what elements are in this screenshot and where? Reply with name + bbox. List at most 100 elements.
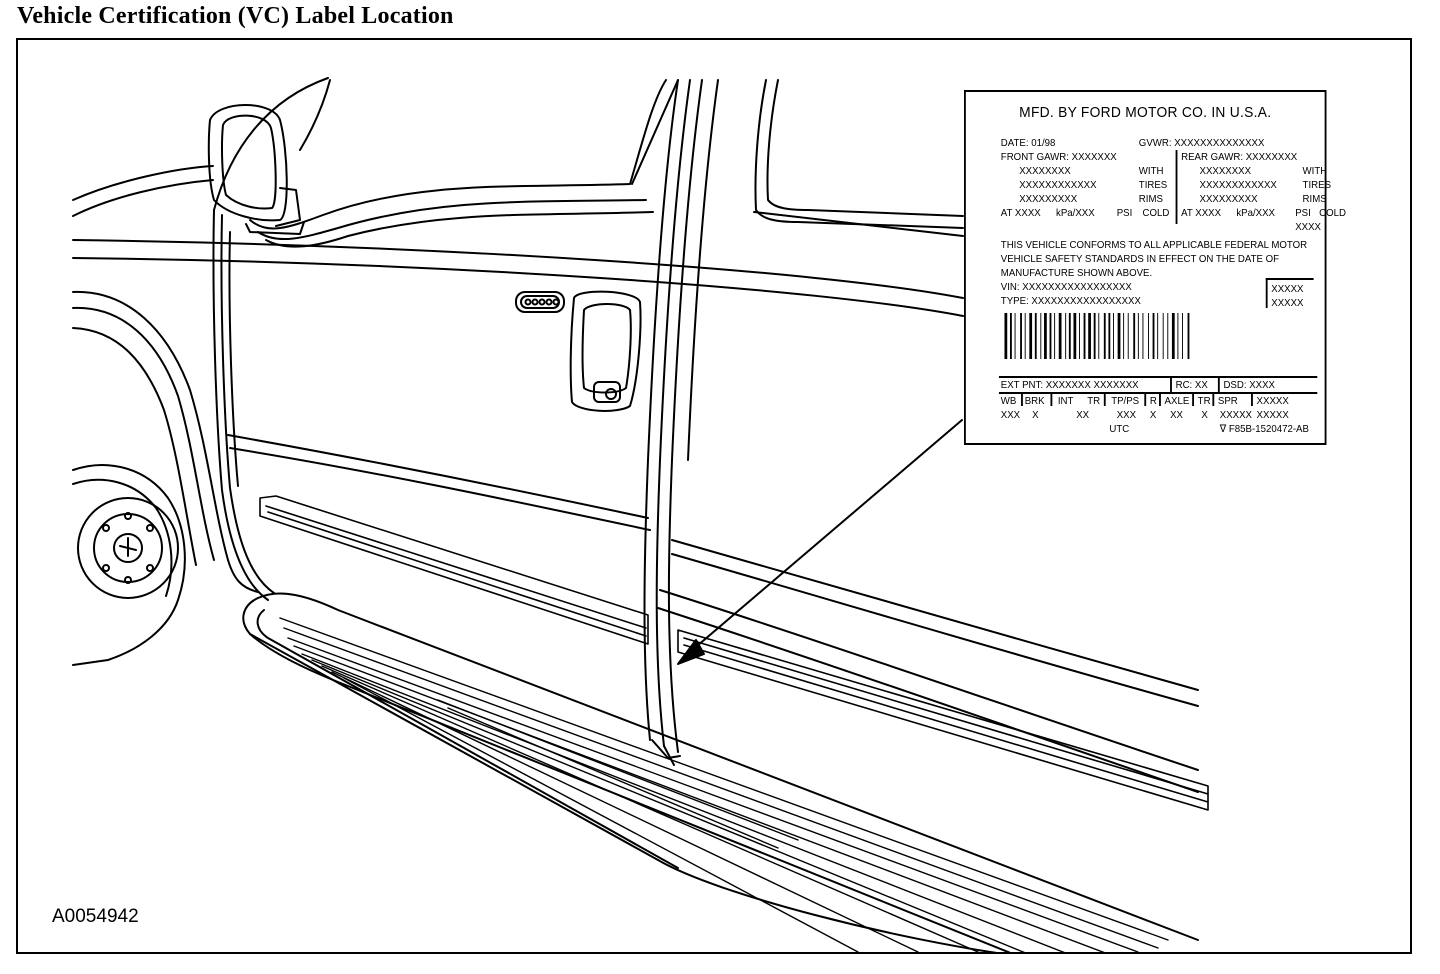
- barcode-bar: [1049, 313, 1052, 359]
- sep-8: [1251, 392, 1253, 406]
- conform-line-3: MANUFACTURE SHOWN ABOVE.: [1000, 267, 1153, 279]
- front-psi: PSI: [1116, 207, 1133, 219]
- label-gvwr: GVWR: XXXXXXXXXXXXXX: [1138, 137, 1265, 149]
- hdr-tr: TR: [1087, 395, 1101, 407]
- rc-code: RC: XX: [1175, 379, 1208, 391]
- val-r: X: [1149, 409, 1157, 421]
- hdr-wb: WB: [1000, 395, 1017, 407]
- front-rims: RIMS: [1138, 193, 1163, 205]
- barcode-bar: [1079, 313, 1080, 359]
- barcode-bar: [1103, 313, 1106, 359]
- barcode-bar: [1088, 313, 1091, 359]
- sep-1: [1021, 392, 1023, 406]
- sep-3: [1103, 392, 1106, 406]
- barcode-bar: [1167, 313, 1169, 359]
- barcode-bar: [1152, 313, 1155, 359]
- truck-door-illustration: [72, 77, 1209, 952]
- conform-line-1: THIS VEHICLE CONFORMS TO ALL APPLICABLE …: [1000, 239, 1308, 251]
- val-int: XX: [1076, 409, 1090, 421]
- vin-barcode: [1004, 313, 1303, 359]
- rear-rims: RIMS: [1302, 193, 1327, 205]
- front-kpa: kPa/XXX: [1056, 207, 1095, 219]
- val-axle: XX: [1170, 409, 1183, 421]
- front-gawr: FRONT GAWR: XXXXXXX: [1000, 151, 1117, 163]
- barcode-bar: [1171, 313, 1175, 359]
- page-title: Vehicle Certification (VC) Label Locatio…: [17, 3, 454, 29]
- barcode-bar: [1010, 313, 1012, 359]
- label-type: TYPE: XXXXXXXXXXXXXXXXX: [1000, 295, 1141, 307]
- barcode-bar: [1137, 313, 1139, 359]
- barcode-bar: [1004, 313, 1008, 359]
- label-rule: [998, 376, 1318, 378]
- front-door-outline: [212, 79, 719, 753]
- barcode-bar: [1024, 313, 1026, 359]
- hdr-tpps: TP/PS: [1111, 395, 1140, 407]
- rear-window: [753, 79, 964, 237]
- label-vin: VIN: XXXXXXXXXXXXXXXXX: [1000, 281, 1132, 293]
- barcode-bar: [1073, 313, 1077, 359]
- val-tpps: XXX: [1116, 409, 1137, 421]
- sep-rc: [1170, 378, 1172, 392]
- rear-tires: TIRES: [1302, 179, 1332, 191]
- barcode-bar: [1108, 313, 1111, 359]
- barcode-bar: [1187, 313, 1190, 359]
- figure-frame: A0054942 MFD. BY FORD MOTOR CO. IN U.S.A…: [16, 38, 1412, 954]
- hdr-r: R: [1149, 395, 1157, 407]
- rear-at: AT XXXX: [1181, 207, 1222, 219]
- barcode-bar: [1157, 313, 1159, 359]
- running-board: [242, 592, 1199, 952]
- barcode-bar: [1133, 313, 1136, 359]
- rear-line-3: XXXXXXXXX: [1199, 193, 1258, 205]
- pointer-arrow-icon: [677, 419, 963, 665]
- upper-body-lines: [72, 165, 964, 317]
- barcode-bar: [1029, 313, 1033, 359]
- box-code-1: XXXXX: [1271, 283, 1304, 295]
- rear-cold: COLD: [1319, 207, 1346, 219]
- barcode-bar: [1127, 313, 1129, 359]
- sep-4: [1144, 392, 1147, 406]
- code-box-top: [1265, 278, 1314, 280]
- body-creases: [227, 434, 1199, 793]
- door-handle-icon: [515, 290, 642, 412]
- barcode-bar: [1098, 313, 1100, 359]
- rear-extra: XXXX: [1295, 221, 1321, 233]
- hdr-brk: BRK: [1024, 395, 1045, 407]
- b-pillar-base: [651, 739, 681, 766]
- figure-id: A0054942: [52, 906, 139, 927]
- hdr-tr2: TR: [1197, 395, 1211, 407]
- sep-2: [1050, 392, 1053, 406]
- hdr-int: INT: [1057, 395, 1074, 407]
- rear-gawr: REAR GAWR: XXXXXXXX: [1181, 151, 1298, 163]
- barcode-bar: [1123, 313, 1125, 359]
- front-at: AT XXXX: [1000, 207, 1041, 219]
- rear-psi: PSI: [1295, 207, 1311, 219]
- front-line-3: XXXXXXXXX: [1019, 193, 1078, 205]
- barcode-bar: [1058, 313, 1062, 359]
- barcode-bar: [1148, 313, 1149, 359]
- sep-dsd: [1217, 378, 1220, 392]
- barcode-bar: [1177, 313, 1179, 359]
- side-mirror-icon: [207, 104, 305, 235]
- side-molding: [259, 495, 1209, 811]
- label-divider: [1175, 150, 1178, 224]
- barcode-bar: [1142, 313, 1144, 359]
- barcode-bar: [1034, 313, 1037, 359]
- sep-6: [1192, 392, 1194, 406]
- sep-5: [1159, 392, 1161, 406]
- front-wheel-icon: [72, 290, 259, 666]
- rear-line-1: XXXXXXXX: [1199, 165, 1252, 177]
- rear-kpa: kPa/XXX: [1236, 207, 1275, 219]
- label-header: MFD. BY FORD MOTOR CO. IN U.S.A.: [1019, 104, 1272, 121]
- barcode-bar: [1065, 313, 1067, 359]
- label-rule-2: [998, 392, 1318, 394]
- barcode-bar: [1014, 313, 1016, 359]
- barcode-bar: [1117, 313, 1121, 359]
- box-code-2: XXXXX: [1271, 297, 1304, 309]
- hdr-spr: SPR: [1217, 395, 1238, 407]
- vc-label-panel: MFD. BY FORD MOTOR CO. IN U.S.A. DATE: 0…: [964, 90, 1346, 445]
- conform-line-2: VEHICLE SAFETY STANDARDS IN EFFECT ON TH…: [1000, 253, 1280, 265]
- val-spr: XXXXX: [1219, 409, 1252, 421]
- rear-with: WITH: [1302, 165, 1328, 177]
- code-box-left: [1265, 278, 1268, 308]
- val-tr: X: [1201, 409, 1208, 421]
